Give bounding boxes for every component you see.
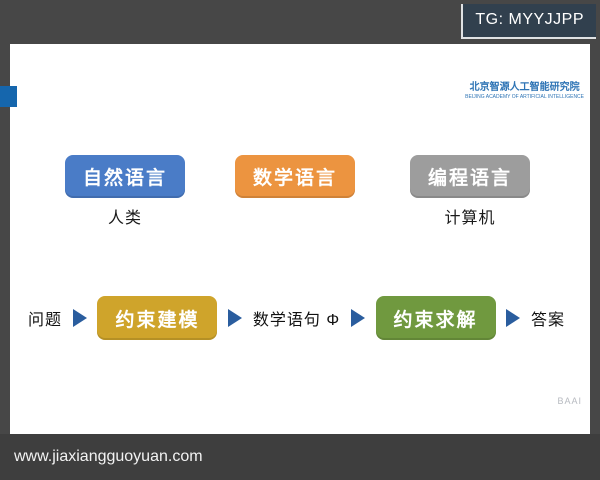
- site-url: www.jiaxiangguoyuan.com: [14, 448, 203, 465]
- flow-input-label: 问题: [28, 312, 63, 329]
- human-caption: 人类: [107, 210, 142, 227]
- flow-diagram: 问题 约束建模 数学语句 Φ 约束求解 答案: [28, 296, 565, 340]
- arrow-right-icon: [350, 309, 365, 327]
- baai-logo: 北京智源人工智能研究院 BEIJING ACADEMY OF ARTIFICIA…: [465, 78, 584, 100]
- baai-watermark: BAAI: [557, 396, 582, 406]
- baai-logo-subtitle: BEIJING ACADEMY OF ARTIFICIAL INTELLIGEN…: [465, 94, 584, 100]
- arrow-right-icon: [228, 309, 243, 327]
- presentation-slide: 北京智源人工智能研究院 BEIJING ACADEMY OF ARTIFICIA…: [10, 44, 590, 434]
- site-watermark-bar: www.jiaxiangguoyuan.com: [0, 434, 600, 480]
- baai-logo-title: 北京智源人工智能研究院: [469, 82, 580, 93]
- programming-language-box: 编程语言: [410, 155, 530, 198]
- arrow-right-icon: [72, 309, 87, 327]
- constraint-solving-box: 约束求解: [375, 296, 496, 340]
- arrow-right-icon: [506, 309, 521, 327]
- computer-caption: 计算机: [444, 210, 496, 227]
- flow-statement-label: 数学语句 Φ: [252, 312, 341, 329]
- slide-accent-square: [0, 86, 17, 107]
- math-language-box: 数学语言: [235, 155, 355, 198]
- flow-output-label: 答案: [530, 312, 565, 329]
- natural-language-box: 自然语言: [65, 155, 185, 198]
- tg-watermark-badge: TG: MYYJJPP: [461, 4, 596, 39]
- constraint-modeling-box: 约束建模: [97, 296, 218, 340]
